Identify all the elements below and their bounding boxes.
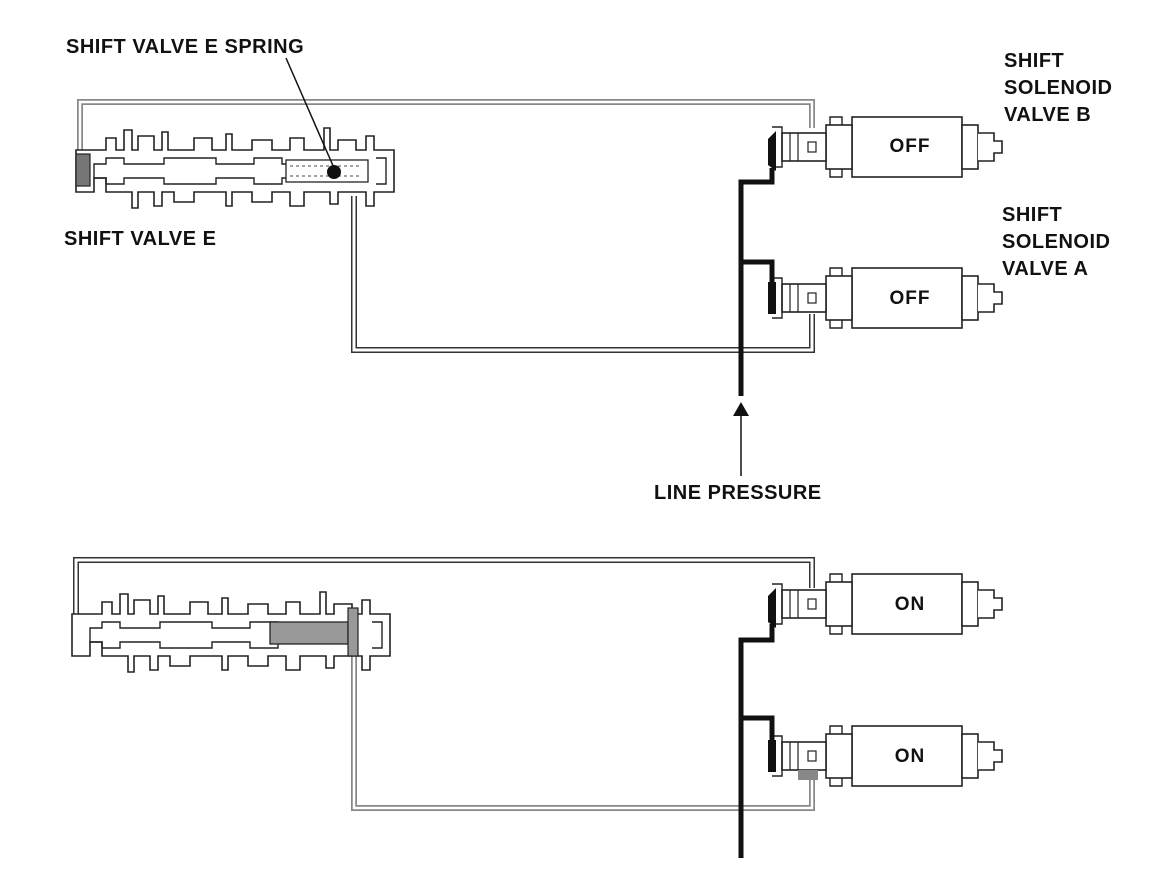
top-valve-e-spring xyxy=(327,165,341,179)
bottom-passage-b xyxy=(73,557,815,614)
solenoid-a-label-line-2: SOLENOID xyxy=(1002,231,1111,253)
solenoid-a-label-line-3: VALVE A xyxy=(1002,258,1089,280)
top-solenoid-b-state: OFF xyxy=(889,136,931,157)
top-line-pressure xyxy=(738,168,775,396)
solenoid-a-label-line-1: SHIFT xyxy=(1002,204,1063,226)
bottom-solenoid-b xyxy=(768,573,1003,635)
spring-label: SHIFT VALVE E SPRING xyxy=(66,36,305,58)
bottom-shift-valve-e xyxy=(71,591,391,673)
top-circuit xyxy=(75,57,1003,476)
spring-leader xyxy=(285,57,335,169)
shift-valve-e-label: SHIFT VALVE E xyxy=(64,228,217,250)
solenoid-a-label: SHIFT SOLENOID VALVE A xyxy=(1002,202,1110,283)
solenoid-b-label-line-3: VALVE B xyxy=(1004,104,1092,126)
bottom-solenoid-a-state: ON xyxy=(894,746,926,767)
solenoid-b-label-line-1: SHIFT xyxy=(1004,50,1065,72)
bottom-circuit xyxy=(71,557,1003,858)
line-pressure-label: LINE PRESSURE xyxy=(654,482,822,504)
solenoid-b-label: SHIFT SOLENOID VALVE B xyxy=(1004,48,1112,129)
top-solenoid-a-state: OFF xyxy=(889,288,931,309)
top-solenoid-b xyxy=(768,116,1003,178)
bottom-line-pressure xyxy=(738,624,775,858)
bottom-solenoid-b-state: ON xyxy=(894,594,926,615)
line-pressure-arrow xyxy=(733,402,749,416)
solenoid-b-label-line-2: SOLENOID xyxy=(1004,77,1113,99)
top-shift-valve-e xyxy=(75,127,395,209)
